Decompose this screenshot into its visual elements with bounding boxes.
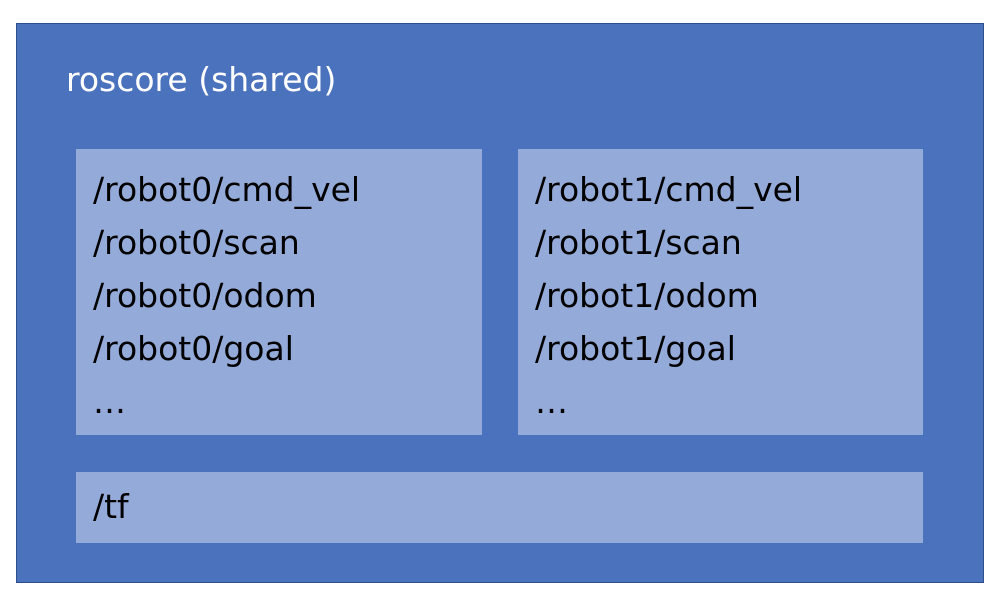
robot0-topic-item: /robot0/goal [93,329,294,368]
robot1-topic-ellipsis: … [535,382,568,421]
robot0-topic-ellipsis: … [93,382,126,421]
robot0-topic-list: /robot0/cmd_vel /robot0/scan /robot0/odo… [93,163,360,428]
robot0-topics-panel: /robot0/cmd_vel /robot0/scan /robot0/odo… [76,149,482,435]
roscore-title: roscore (shared) [66,60,337,99]
robot0-topic-item: /robot0/cmd_vel [93,170,361,209]
robot1-topics-panel: /robot1/cmd_vel /robot1/scan /robot1/odo… [518,149,923,435]
robot1-topic-item: /robot1/odom [535,276,759,315]
robot0-topic-item: /robot0/odom [93,276,317,315]
robot0-topic-item: /robot0/scan [93,223,300,262]
robot1-topic-item: /robot1/cmd_vel [535,170,803,209]
robot1-topic-item: /robot1/scan [535,223,742,262]
tf-topic-label: /tf [93,487,129,526]
tf-shared-panel: /tf [76,472,923,543]
robot1-topic-list: /robot1/cmd_vel /robot1/scan /robot1/odo… [535,163,802,428]
robot1-topic-item: /robot1/goal [535,329,736,368]
